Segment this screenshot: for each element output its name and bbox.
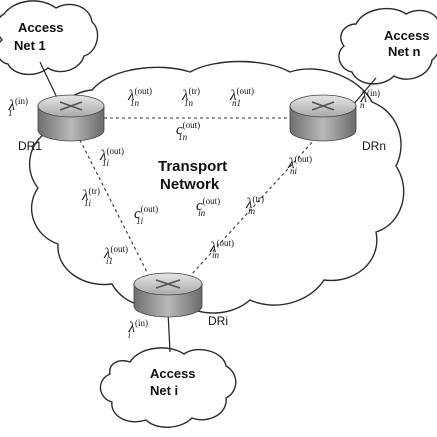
access-net-1-line1: Access (18, 20, 64, 35)
access-net-i-cloud (99, 347, 237, 428)
access-net-n-cloud (338, 7, 437, 85)
router-arrows-icon (311, 101, 335, 111)
transport-network-line2: Network (160, 176, 220, 193)
router-label-dri: DRi (208, 314, 228, 328)
c-1i-out: c(out)1i (134, 204, 158, 226)
transport-network-line1: Transport (158, 158, 227, 175)
access-net-i-line1: Access (150, 366, 196, 381)
router-arrows-icon (155, 279, 181, 289)
access-net-i-line2: Net i (150, 383, 178, 398)
lambda-in-tr: λ(tr)in (245, 194, 264, 216)
lambda-1-in: λ(in)1 (8, 96, 29, 118)
access-net-n-line1: Access (384, 28, 430, 43)
router-drn (289, 94, 357, 142)
router-arrows-icon (59, 101, 83, 111)
lambda-in-out: λ(out)in (209, 238, 234, 260)
access-link-n (351, 77, 377, 107)
router-dr1 (37, 94, 105, 142)
router-label-drn: DRn (362, 139, 386, 153)
router-label-dr1: DR1 (18, 139, 42, 153)
access-net-n-line2: Net n (388, 44, 421, 59)
lambda-1i-out: λ(out)1i (99, 146, 124, 168)
lambda-i-in: λ(in)i (128, 318, 149, 340)
access-link-i (167, 311, 171, 353)
link-dr1-dri (79, 139, 149, 275)
link-drn-dri (191, 137, 317, 275)
lambda-1n-out: λ(out)1n (127, 86, 152, 108)
lambda-1i-tr: λ(tr)1i (81, 186, 100, 208)
lambda-n1-out: λ(out)n1 (229, 86, 254, 108)
c-in-out: c(out)in (196, 196, 220, 218)
c-1n-out: c(out)1n (176, 120, 200, 142)
router-dri (133, 272, 203, 318)
lambda-n-in: λ(in)n (360, 88, 381, 110)
access-net-1-line2: Net 1 (14, 38, 46, 53)
lambda-i1-out: λ(out)i1 (103, 244, 128, 266)
lambda-1n-tr: λ(tr)1n (181, 86, 200, 108)
lambda-ni-out: λ(out)ni (287, 154, 312, 176)
access-net-1-cloud (0, 0, 99, 75)
